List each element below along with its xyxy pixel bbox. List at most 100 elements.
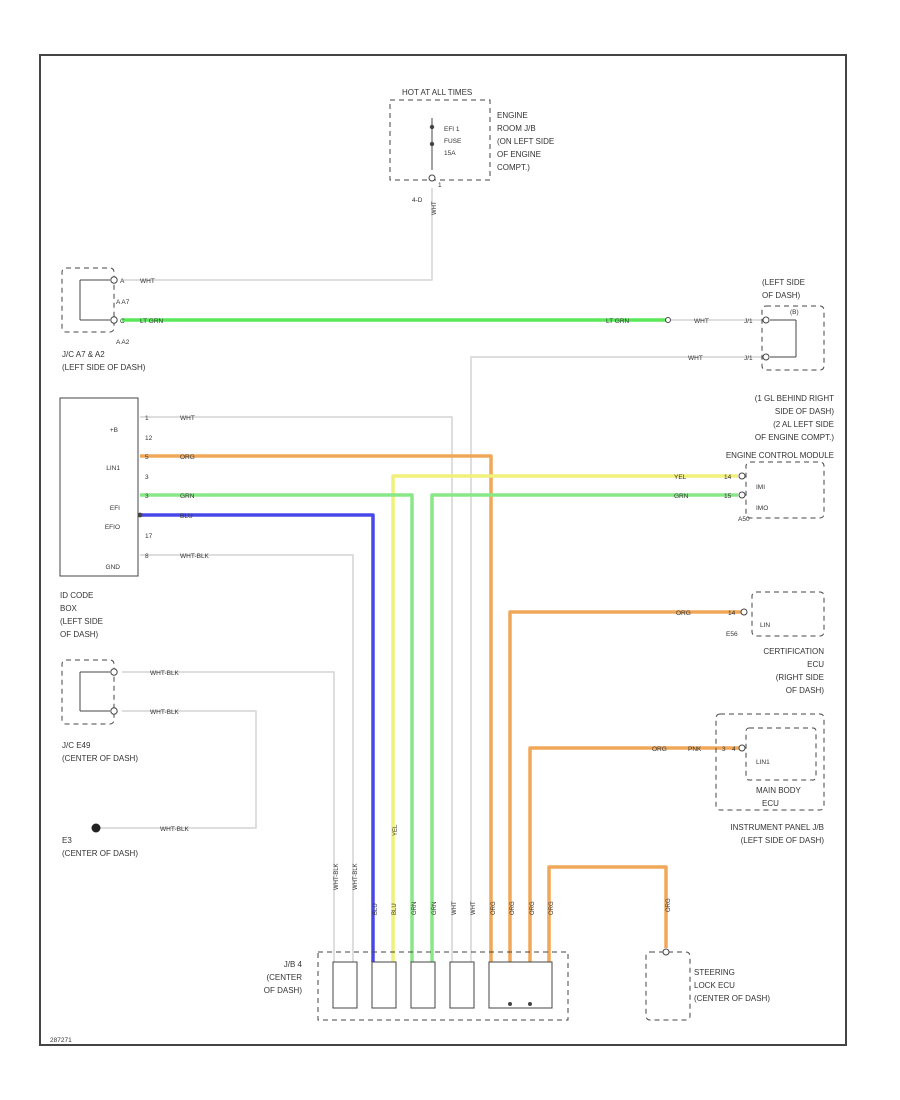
svg-text:BOX: BOX xyxy=(60,604,78,613)
wire-fuse-wht xyxy=(122,188,433,281)
svg-text:(LEFT SIDE: (LEFT SIDE xyxy=(60,617,103,626)
svg-text:BLU: BLU xyxy=(180,513,193,520)
svg-text:ENGINE CONTROL MODULE: ENGINE CONTROL MODULE xyxy=(726,451,834,460)
svg-text:1: 1 xyxy=(438,182,442,189)
svg-text:EFI: EFI xyxy=(110,505,120,512)
wire-idbox-grn xyxy=(140,493,414,962)
svg-text:ID CODE: ID CODE xyxy=(60,591,93,600)
svg-text:WHT-BLK: WHT-BLK xyxy=(180,553,210,560)
svg-text:GRN: GRN xyxy=(180,493,195,500)
svg-text:EFIO: EFIO xyxy=(105,524,120,531)
svg-text:12: 12 xyxy=(145,435,153,442)
svg-text:CERTIFICATION: CERTIFICATION xyxy=(763,647,824,656)
wire-jc-e49-wht-blk xyxy=(122,671,335,962)
left-side-dash-connector: (LEFT SIDE OF DASH) (B) LT GRN WHT WHT J… xyxy=(606,278,825,371)
wire-ground-wht-blk xyxy=(100,710,257,829)
svg-text:GRN: GRN xyxy=(412,902,418,915)
wires xyxy=(100,188,766,962)
svg-text:4-D: 4-D xyxy=(412,197,423,204)
svg-text:(CENTER OF DASH): (CENTER OF DASH) xyxy=(62,754,138,763)
svg-text:INSTRUMENT PANEL J/B: INSTRUMENT PANEL J/B xyxy=(730,823,824,832)
yel-riser-label: YEL xyxy=(393,824,399,836)
svg-text:(1 GL BEHIND RIGHT: (1 GL BEHIND RIGHT xyxy=(755,394,834,403)
svg-text:8: 8 xyxy=(145,553,149,560)
fuse-terminal-top xyxy=(429,124,435,130)
wire-steering-org xyxy=(547,865,668,962)
svg-text:ROOM J/B: ROOM J/B xyxy=(497,124,536,133)
svg-text:WHT: WHT xyxy=(471,901,477,915)
svg-text:14: 14 xyxy=(728,610,736,617)
wire-mainbody-org xyxy=(528,746,742,962)
engine-control-module: (1 GL BEHIND RIGHT SIDE OF DASH) (2 AL L… xyxy=(674,394,834,523)
svg-text:COMPT.): COMPT.) xyxy=(497,163,530,172)
svg-text:ORG: ORG xyxy=(549,901,555,915)
svg-text:HOT AT ALL TIMES: HOT AT ALL TIMES xyxy=(402,88,472,97)
svg-text:STEERING: STEERING xyxy=(694,968,735,977)
steering-lock-ecu: ORG STEERING LOCK ECU (CENTER OF DASH) xyxy=(645,898,770,1021)
svg-text:(LEFT SIDE OF DASH): (LEFT SIDE OF DASH) xyxy=(741,836,825,845)
svg-text:(LEFT SIDE OF DASH): (LEFT SIDE OF DASH) xyxy=(62,363,146,372)
svg-text:(ON LEFT SIDE: (ON LEFT SIDE xyxy=(497,137,554,146)
svg-text:4: 4 xyxy=(732,746,736,753)
svg-text:WHT: WHT xyxy=(180,415,195,422)
svg-text:WHT-BLK: WHT-BLK xyxy=(160,826,190,833)
main-body-ecu: 3 4 LIN1 ORG PNK MAIN BODY ECU INSTRUMEN… xyxy=(652,713,825,845)
svg-text:SIDE OF DASH): SIDE OF DASH) xyxy=(775,407,834,416)
fuse-wire-label: WHT xyxy=(432,201,438,215)
svg-text:ORG: ORG xyxy=(530,901,536,915)
svg-text:WHT: WHT xyxy=(694,318,709,325)
svg-text:WHT: WHT xyxy=(452,901,458,915)
svg-text:(CENTER OF DASH): (CENTER OF DASH) xyxy=(694,994,770,1003)
svg-text:WHT-BLK: WHT-BLK xyxy=(150,709,180,716)
svg-text:1: 1 xyxy=(145,415,149,422)
svg-text:(2 AL LEFT SIDE: (2 AL LEFT SIDE xyxy=(773,420,834,429)
jc-e49: WHT-BLK WHT-BLK J/C E49 (CENTER OF DASH) xyxy=(61,659,180,763)
svg-text:IMO: IMO xyxy=(756,505,768,512)
svg-text:(CENTER OF DASH): (CENTER OF DASH) xyxy=(62,849,138,858)
svg-text:GRN: GRN xyxy=(674,493,689,500)
svg-text:5: 5 xyxy=(145,454,149,461)
svg-text:LT GRN: LT GRN xyxy=(140,318,164,325)
ground-e3: WHT-BLK E3 (CENTER OF DASH) xyxy=(62,823,190,858)
svg-text:E3: E3 xyxy=(62,836,72,845)
figure-code: 287271 xyxy=(50,1037,72,1044)
svg-text:WHT-BLK: WHT-BLK xyxy=(150,670,180,677)
svg-text:PNK: PNK xyxy=(688,746,702,753)
svg-text:ECU: ECU xyxy=(762,799,779,808)
svg-text:A A2: A A2 xyxy=(116,339,130,346)
svg-text:LT GRN: LT GRN xyxy=(606,318,630,325)
svg-text:MAIN BODY: MAIN BODY xyxy=(756,786,802,795)
jc-a7-a2: A C A A7 A A2 WHT LT GRN J/C A7 & A2 (LE… xyxy=(61,267,164,372)
svg-text:3: 3 xyxy=(145,474,149,481)
svg-text:J/C E49: J/C E49 xyxy=(62,741,91,750)
svg-text:(RIGHT SIDE: (RIGHT SIDE xyxy=(776,673,824,682)
svg-text:3: 3 xyxy=(145,493,149,500)
svg-text:EFI 1: EFI 1 xyxy=(444,126,460,133)
svg-text:A A7: A A7 xyxy=(116,299,130,306)
svg-text:(CENTER: (CENTER xyxy=(266,973,302,982)
svg-text:3: 3 xyxy=(722,746,726,753)
diagram-frame xyxy=(39,54,847,1046)
wire-idbox-blu xyxy=(140,513,375,962)
svg-text:ORG: ORG xyxy=(180,454,195,461)
svg-text:ORG: ORG xyxy=(491,901,497,915)
id-code-box: +B LIN1 EFI EFIO GND 1 12 5 3 3 17 8 WHT… xyxy=(59,397,210,639)
wire-idbox-wht-blk xyxy=(140,554,354,962)
svg-text:J/1: J/1 xyxy=(744,355,753,362)
svg-text:GND: GND xyxy=(106,564,121,571)
svg-text:14: 14 xyxy=(724,474,732,481)
wire-ecm-yel xyxy=(391,474,738,962)
svg-text:WHT: WHT xyxy=(688,355,703,362)
svg-text:C: C xyxy=(120,318,125,325)
fuse-block: HOT AT ALL TIMES EFI 1 FUSE 15A ENGINE R… xyxy=(389,88,554,215)
svg-text:OF DASH): OF DASH) xyxy=(762,291,801,300)
svg-text:OF DASH): OF DASH) xyxy=(786,686,825,695)
svg-text:LIN: LIN xyxy=(760,622,770,629)
svg-text:GRN: GRN xyxy=(432,902,438,915)
svg-text:OF DASH): OF DASH) xyxy=(264,986,303,995)
svg-text:YEL: YEL xyxy=(674,474,687,481)
ground-icon xyxy=(91,823,101,833)
svg-text:ORG: ORG xyxy=(676,610,691,617)
svg-text:17: 17 xyxy=(145,533,153,540)
